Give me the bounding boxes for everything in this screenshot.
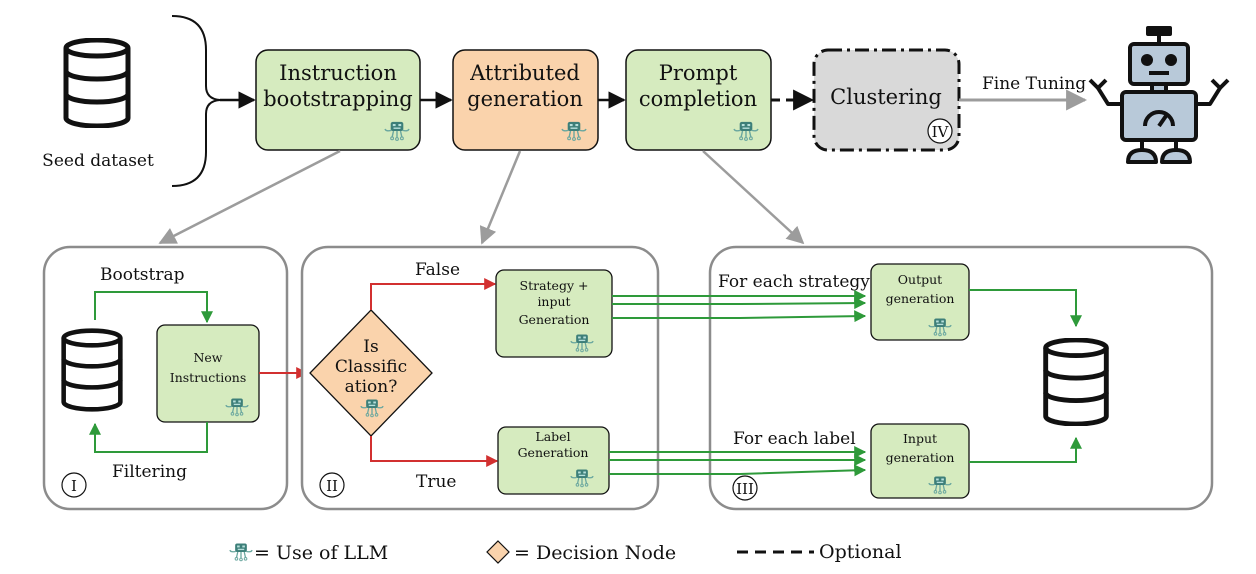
label-fanout-arrows <box>609 446 867 477</box>
false-label: False <box>415 260 460 280</box>
arrow-to-panel-i <box>158 149 341 245</box>
marker-ii: II <box>326 477 338 495</box>
marker-iv: IV <box>932 123 950 141</box>
input-box-line1: Input <box>903 431 937 446</box>
box2-line2: generation <box>467 87 583 111</box>
new-instructions-line1: New <box>193 350 222 365</box>
seed-database-icon <box>66 40 128 126</box>
output-to-database-arrow <box>969 289 1082 328</box>
marker-i: I <box>71 477 77 495</box>
instruction-bootstrapping-box: Instruction bootstrapping <box>255 49 421 151</box>
label-box-line2: Generation <box>518 445 589 460</box>
clustering-box: Clustering IV <box>812 48 961 152</box>
bootstrap-arrow <box>94 291 213 324</box>
true-label: True <box>416 472 456 492</box>
filtering-label: Filtering <box>112 462 187 482</box>
false-branch-arrow <box>370 278 497 310</box>
prompt-completion-box: Prompt completion <box>625 49 772 151</box>
decision-line3: ation? <box>345 377 398 397</box>
box1-line1: Instruction <box>279 61 397 85</box>
true-branch-arrow <box>370 436 499 467</box>
box4-label: Clustering <box>830 85 942 109</box>
strategy-line3: Generation <box>519 312 590 327</box>
robot-icon <box>1088 26 1230 164</box>
input-to-database-arrow <box>969 436 1082 463</box>
legend-optional-label: Optional <box>819 541 902 563</box>
marker-iii: III <box>736 480 754 498</box>
box2-line1: Attributed <box>469 61 580 85</box>
label-box-line1: Label <box>535 429 570 444</box>
for-each-label-label: For each label <box>733 429 856 449</box>
box1-line2: bootstrapping <box>263 87 413 111</box>
strategy-fanout-arrows <box>612 290 867 323</box>
box3-line2: completion <box>639 87 757 111</box>
output-box-line2: generation <box>886 291 955 306</box>
strategy-line2: input <box>537 294 570 309</box>
seed-brace <box>171 15 221 187</box>
input-box-line2: generation <box>886 450 955 465</box>
panel-i: Bootstrap New Instructions Filtering I <box>42 245 289 511</box>
attributed-generation-box: Attributed generation <box>452 49 599 151</box>
legend-llm-icon <box>229 542 253 562</box>
legend-decision-diamond <box>486 540 510 564</box>
bootstrap-label: Bootstrap <box>100 265 185 285</box>
for-each-strategy-label: For each strategy <box>718 272 870 292</box>
strategy-line1: Strategy + <box>520 278 589 293</box>
arrow-to-panel-iii <box>702 150 805 245</box>
new-instructions-line2: Instructions <box>170 370 246 385</box>
output-box-line1: Output <box>898 272 942 287</box>
fine-tuning-label: Fine Tuning <box>982 74 1086 94</box>
legend: = Use of LLM = Decision Node Optional <box>229 540 902 564</box>
seed-dataset-label: Seed dataset <box>42 151 154 171</box>
box3-line1: Prompt <box>659 61 738 85</box>
panel-iii: For each strategy For each label Output … <box>708 245 1214 511</box>
legend-decision-label: = Decision Node <box>514 542 676 564</box>
filtering-arrow <box>89 422 208 453</box>
arrow-to-panel-ii <box>479 150 522 245</box>
panel-ii: Is Classific ation? False True Strategy … <box>300 245 660 511</box>
decision-line2: Classific <box>335 357 407 377</box>
legend-llm-label: = Use of LLM <box>254 542 388 564</box>
decision-line1: Is <box>363 337 378 357</box>
